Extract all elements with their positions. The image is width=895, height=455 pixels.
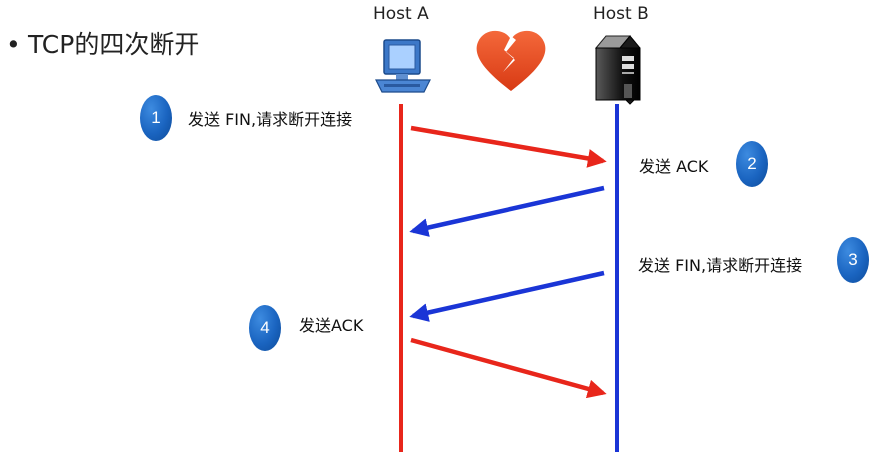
desktop-computer-icon bbox=[375, 39, 431, 93]
host-b-label: Host B bbox=[593, 4, 649, 24]
broken-heart-icon bbox=[476, 30, 546, 91]
step-3-label: 发送 FIN,请求断开连接 bbox=[638, 256, 803, 275]
step-1-label: 发送 FIN,请求断开连接 bbox=[188, 110, 353, 129]
title-text: TCP的四次断开 bbox=[28, 30, 200, 59]
step-4-label: 发送ACK bbox=[299, 316, 364, 335]
step-1-badge: 1 bbox=[140, 95, 172, 141]
arrow-ack-a-to-b bbox=[410, 337, 607, 399]
step-4-badge: 4 bbox=[249, 305, 281, 351]
slide-title: •TCP的四次断开 bbox=[6, 30, 199, 60]
arrow-fin-b-to-a bbox=[409, 270, 605, 322]
host-a-label: Host A bbox=[373, 4, 429, 24]
step-2-label: 发送 ACK bbox=[639, 157, 709, 176]
step-2-badge: 2 bbox=[736, 141, 768, 187]
server-tower-icon bbox=[594, 35, 641, 105]
bullet: • bbox=[6, 30, 21, 59]
step-3-badge: 3 bbox=[837, 237, 869, 283]
arrow-fin-a-to-b bbox=[410, 125, 607, 168]
arrow-ack-b-to-a bbox=[409, 185, 605, 237]
